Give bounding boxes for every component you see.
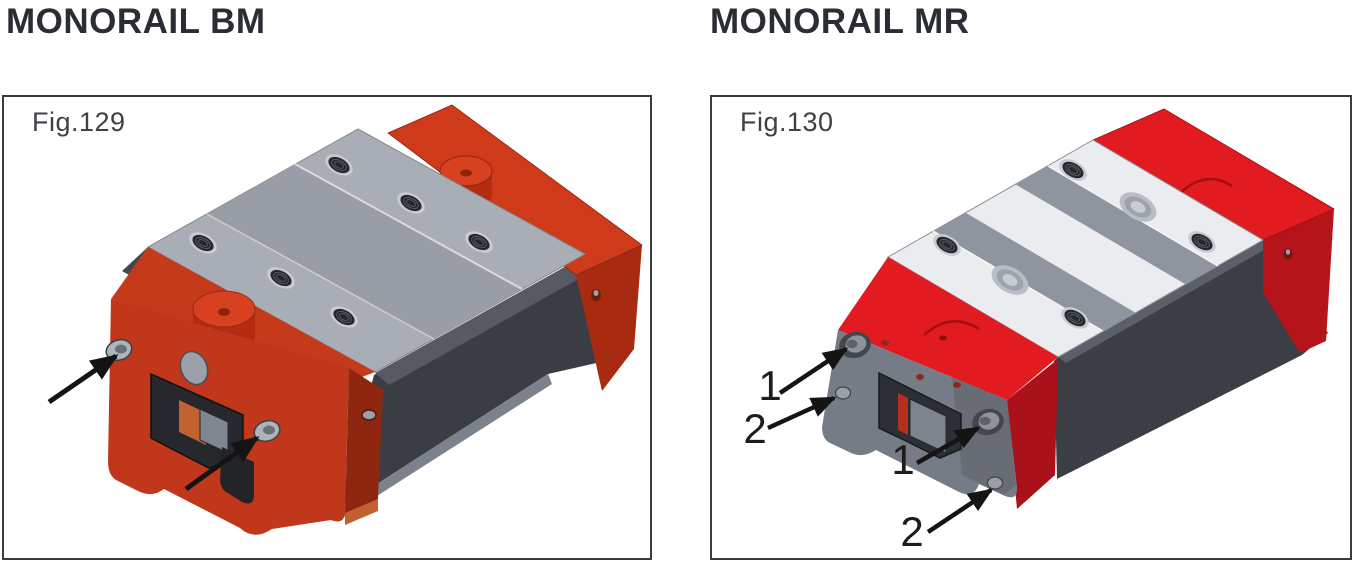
lube-port-small-upper bbox=[834, 386, 852, 400]
page-title-monorail-bm: MONORAIL BM bbox=[6, 2, 266, 41]
callout-arrow-icon bbox=[184, 435, 260, 492]
monorail-bm-illustration bbox=[47, 104, 643, 535]
lube-port-small-lower bbox=[986, 476, 1004, 490]
rail-mounting-holes bbox=[933, 159, 1216, 329]
lube-port-large-upper bbox=[839, 331, 871, 359]
callout-labels: 1 2 1 2 bbox=[743, 362, 923, 555]
near-end-plate bbox=[822, 257, 1058, 509]
lube-port-large-lower bbox=[972, 408, 1004, 436]
rail-top-face bbox=[887, 139, 1264, 358]
near-plate-red-top bbox=[838, 257, 1058, 400]
figure-panel-bm: Fig.129 bbox=[2, 95, 652, 560]
rail-mounting-holes bbox=[189, 154, 493, 328]
figure-label-130: Fig.130 bbox=[740, 107, 834, 137]
carriage-body-dark-side bbox=[1054, 240, 1328, 479]
callout-arrows bbox=[47, 353, 260, 492]
callout-arrow-icon bbox=[767, 395, 837, 431]
rail-notch bbox=[150, 372, 244, 469]
callout-arrow-icon bbox=[47, 353, 119, 405]
callout-arrow-icon bbox=[778, 347, 849, 395]
near-plate-side-face bbox=[345, 368, 383, 515]
near-plate-red-side bbox=[1007, 359, 1058, 509]
callout-arrow-icon bbox=[926, 488, 994, 534]
figure-panel-mr: 1 2 1 2 Fig.130 bbox=[710, 95, 1352, 560]
plate-screw-dots bbox=[881, 340, 961, 388]
callout-label-1a: 1 bbox=[758, 362, 781, 409]
callout-arrows bbox=[767, 347, 994, 534]
figure-label-129: Fig.129 bbox=[32, 107, 126, 137]
callout-label-2b: 2 bbox=[900, 508, 923, 555]
rail-center-holes bbox=[991, 192, 1157, 295]
monorail-mr-illustration: 1 2 1 2 bbox=[743, 108, 1335, 555]
lube-port-hole-lower bbox=[253, 419, 281, 443]
top-face-arc-detail bbox=[923, 320, 980, 336]
callout-label-1b: 1 bbox=[891, 436, 914, 483]
top-face-arc-detail bbox=[1179, 177, 1233, 194]
central-port bbox=[179, 350, 209, 386]
far-end-plate-red bbox=[1092, 108, 1335, 353]
carriage-body-dark-side bbox=[338, 255, 628, 517]
callout-arrow-icon bbox=[915, 426, 981, 465]
side-face-hole bbox=[361, 409, 377, 421]
near-end-plate-red bbox=[105, 247, 383, 535]
rail-notch bbox=[878, 371, 962, 459]
page-title-monorail-mr: MONORAIL MR bbox=[710, 2, 970, 41]
callout-label-2a: 2 bbox=[743, 405, 766, 452]
